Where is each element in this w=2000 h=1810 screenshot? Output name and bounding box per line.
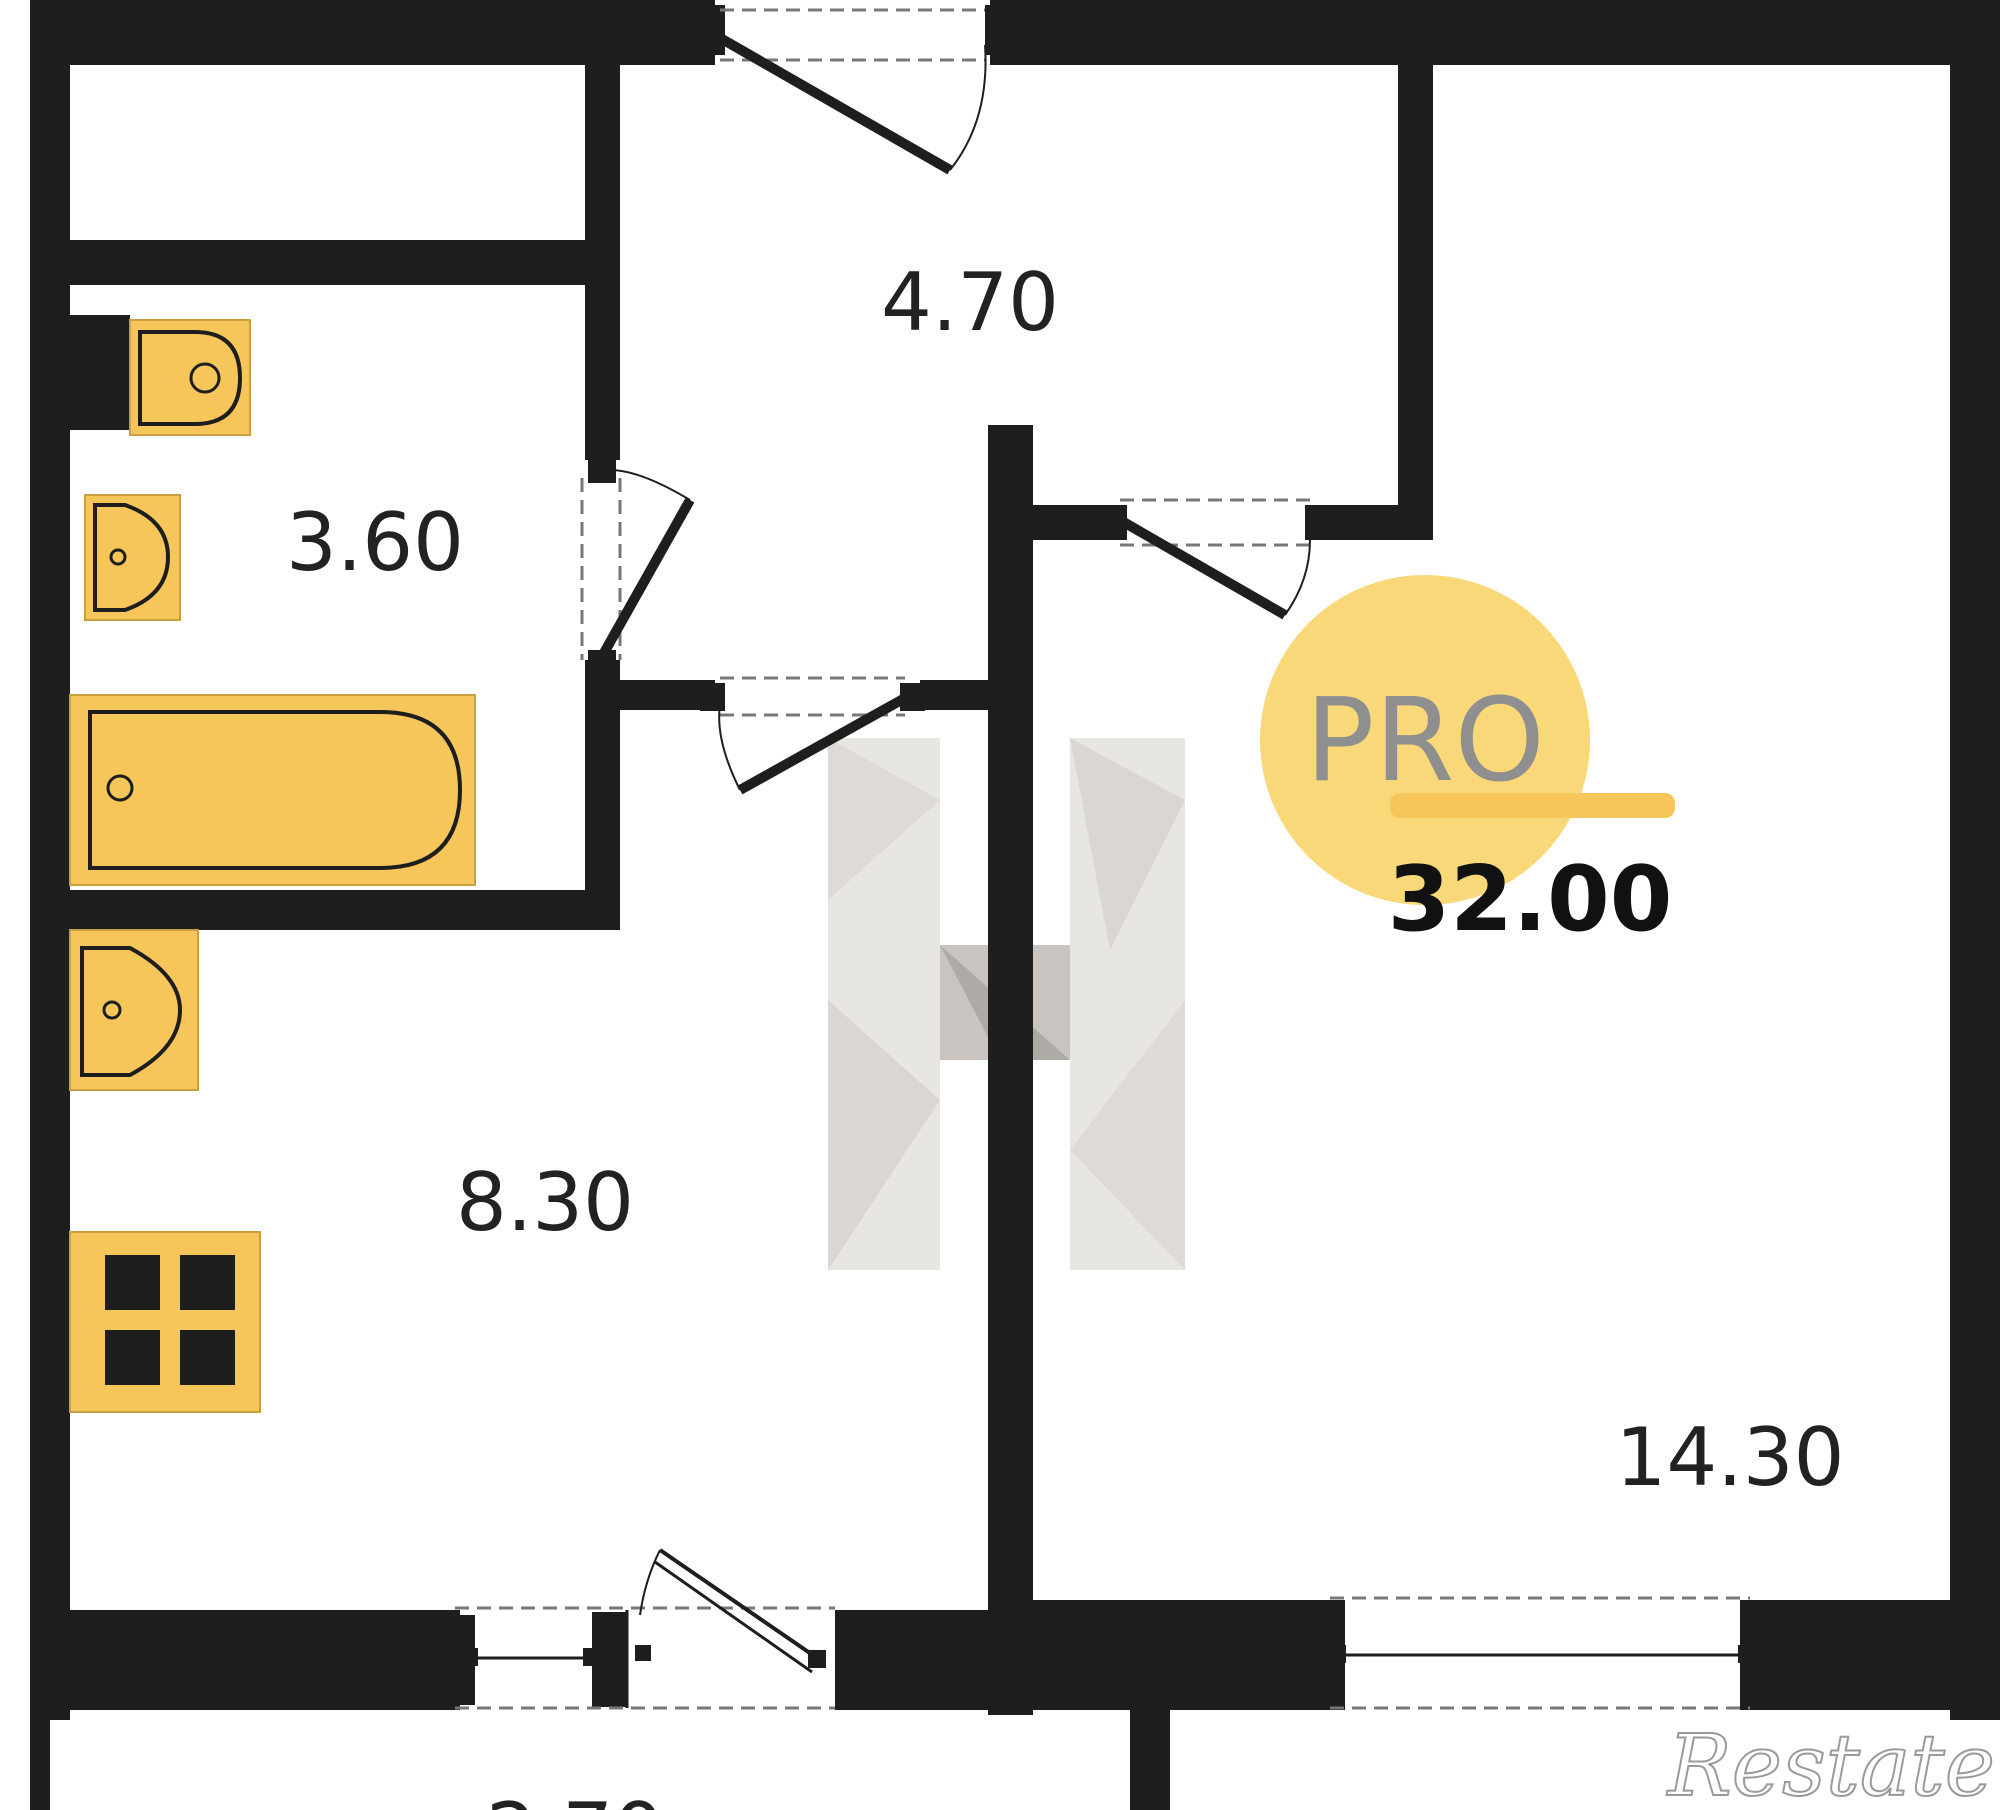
entry-door [700, 5, 1010, 175]
pro-badge: PRO 32.00 [1260, 575, 1675, 952]
toilet-icon [70, 315, 251, 436]
living-room-door [1105, 498, 1327, 620]
walls [30, 0, 2000, 1810]
logo-watermark [828, 738, 1185, 1270]
living-room-window [1315, 1596, 1770, 1710]
kitchen-door [700, 676, 925, 795]
bathroom-door [580, 455, 695, 678]
living-room-area-label: 14.30 [1615, 1411, 1844, 1504]
bathtub-icon [69, 694, 476, 886]
balcony-area-label: 2.70 [486, 1786, 664, 1810]
corridor-area-label: 4.70 [881, 256, 1059, 349]
site-watermark: Restate [1666, 1717, 1995, 1810]
stove-icon [69, 1231, 261, 1413]
total-area-label: 32.00 [1388, 847, 1673, 952]
sink-icon [84, 494, 181, 621]
kitchen-area-label: 8.30 [456, 1156, 634, 1249]
pro-badge-label: PRO [1305, 674, 1545, 808]
kitchen-sink-icon [69, 929, 199, 1091]
kitchen-window [455, 1548, 835, 1710]
bathroom-area-label: 3.60 [286, 496, 464, 589]
